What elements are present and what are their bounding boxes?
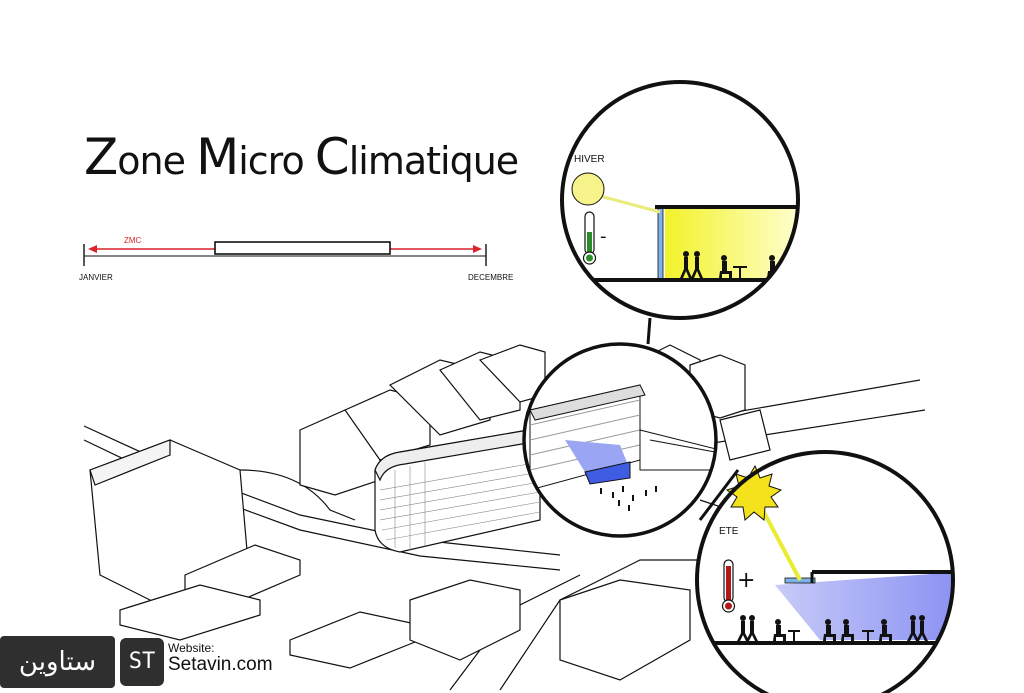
winter-section-circle [560,80,800,320]
connector-line [646,317,652,345]
people-silhouettes [737,615,928,641]
winter-sign: - [600,226,607,247]
title-initial-z: Z [84,128,118,186]
zmc-arrow-left [88,245,97,253]
building-block [478,344,546,403]
winter-label: HIVER [574,154,605,165]
zoom-circle-building [522,342,718,538]
summer-sign: + [737,568,756,593]
brand-badge: ستاوین [0,636,115,688]
road-line [239,469,356,521]
timeline [83,241,487,266]
site-drawing [83,344,926,691]
connector-line [698,469,740,521]
title-part-three: limatique [348,139,519,183]
building-block [559,579,691,681]
covered-zone [565,440,630,472]
road-line [499,559,700,691]
title-part-two: icro [238,139,315,183]
website-label: Website: [168,641,215,655]
zmc-arrow-right [473,245,482,253]
title-part-one: one [117,139,197,183]
brand-logo-icon: ST [120,638,164,686]
winter-thermometer-icon [582,211,597,265]
covered-zone-edge [584,461,631,485]
brand-text: ستاوین [18,647,97,677]
website-block: Website: Setavin.com [168,641,273,675]
building-block [289,611,421,669]
building-block [719,409,771,461]
timeline-end-label: DECEMBRE [468,273,514,282]
page-title: Zone Micro Climatique [84,128,519,186]
building-block [89,439,171,486]
project-facade [379,461,541,550]
timeline-period-box [214,241,391,255]
timeline-start-label: JANVIER [79,273,113,282]
summer-thermometer-icon [721,559,736,613]
summer-sun-ray [758,504,802,581]
summer-label: ETE [719,526,739,537]
zmc-label: ZMC [124,236,142,245]
title-initial-m: M [196,128,239,186]
brand-logo-text: ST [128,649,156,674]
winter-sun-ray [599,194,661,214]
building-block [409,579,521,661]
title-initial-c: C [314,128,350,186]
winter-sun [571,172,605,206]
website-link[interactable]: Setavin.com [168,654,273,675]
winter-facade-glass [657,207,664,281]
building-block [119,584,261,641]
summer-section-circle [695,450,955,693]
